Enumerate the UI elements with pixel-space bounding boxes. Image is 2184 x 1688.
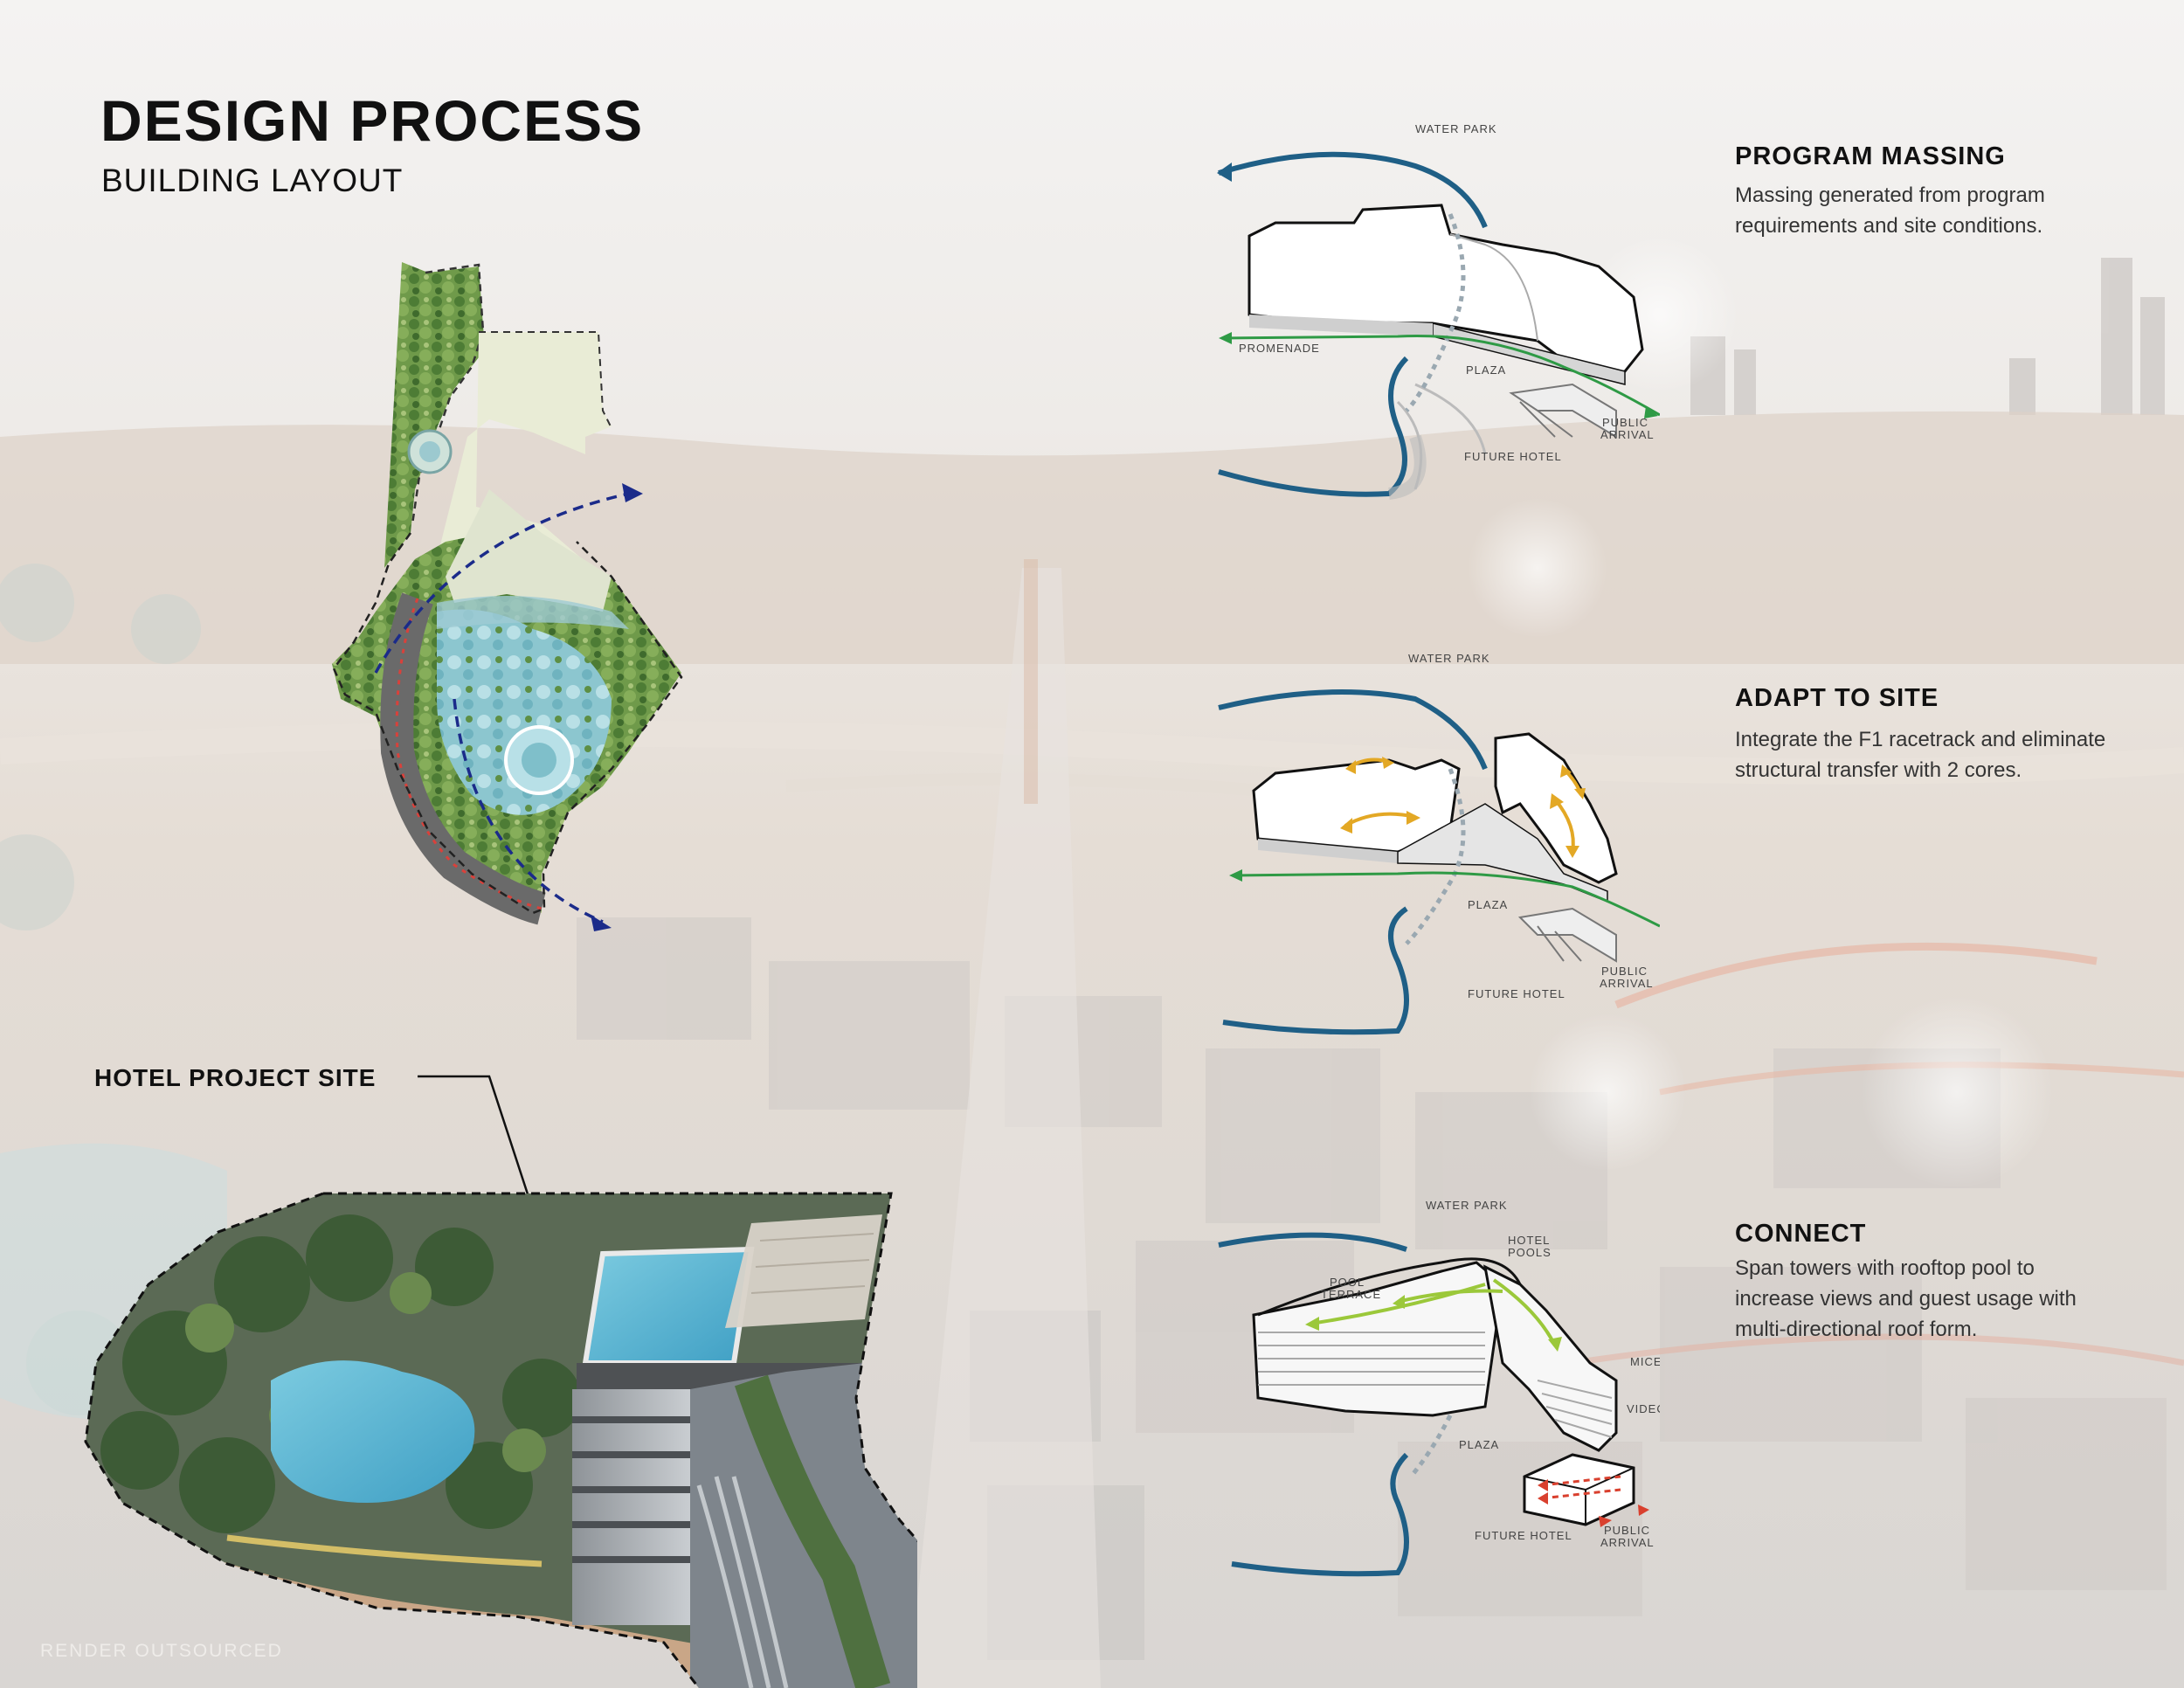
step-2-title: ADAPT TO SITE xyxy=(1735,684,1939,713)
step-3-label-pool-terrace-2: TERRACE xyxy=(1321,1288,1381,1301)
step-2-label-public-arrival-2: ARRIVAL xyxy=(1600,977,1654,990)
step-1-label-plaza: PLAZA xyxy=(1466,363,1506,377)
step-1-label-water-park: WATER PARK xyxy=(1415,122,1497,135)
step-2-massing-diagram: WATER PARK PLAZA PUBLIC ARRIVAL FUTURE H… xyxy=(1206,647,1660,1048)
step-3-label-mice: MICE xyxy=(1630,1355,1660,1368)
step-3-label-public-arrival-1: PUBLIC xyxy=(1604,1524,1650,1537)
step-3-title: CONNECT xyxy=(1735,1220,1866,1249)
step-1-title: PROGRAM MASSING xyxy=(1735,142,2006,171)
step-1-massing-diagram: WATER PARK PROMENADE PLAZA PUBLIC ARRIVA… xyxy=(1206,114,1660,515)
step-1-label-promenade: PROMENADE xyxy=(1239,342,1320,355)
step-2-label-future-hotel: FUTURE HOTEL xyxy=(1468,987,1565,1000)
step-2-label-public-arrival-1: PUBLIC xyxy=(1601,965,1648,978)
step-1-description: Massing generated from program requireme… xyxy=(1735,180,2111,241)
step-3-label-plaza: PLAZA xyxy=(1459,1438,1499,1451)
step-3-massing-diagram: WATER PARK HOTEL POOLS POOL TERRACE MICE… xyxy=(1206,1188,1660,1590)
site-plan-drawing xyxy=(323,258,690,939)
step-3-label-hotel-pools-1: HOTEL xyxy=(1508,1234,1550,1247)
step-3-label-pool-terrace-1: POOL xyxy=(1330,1276,1365,1289)
hotel-site-render xyxy=(79,1188,917,1688)
page-subtitle: BUILDING LAYOUT xyxy=(101,163,403,199)
step-1-label-future-hotel: FUTURE HOTEL xyxy=(1464,450,1562,463)
step-3-label-video: VIDEC xyxy=(1627,1402,1660,1415)
step-1-label-public-arrival-1: PUBLIC xyxy=(1602,416,1648,429)
page-title: DESIGN PROCESS xyxy=(100,87,644,154)
hotel-project-site-label: HOTEL PROJECT SITE xyxy=(94,1064,376,1092)
step-2-label-water-park: WATER PARK xyxy=(1408,652,1490,665)
step-3-label-future-hotel: FUTURE HOTEL xyxy=(1475,1529,1572,1542)
step-2-description: Integrate the F1 racetrack and eliminate… xyxy=(1735,724,2111,785)
step-3-label-water-park: WATER PARK xyxy=(1426,1199,1508,1212)
step-3-label-public-arrival-2: ARRIVAL xyxy=(1600,1536,1655,1549)
step-2-label-plaza: PLAZA xyxy=(1468,898,1508,911)
step-3-label-hotel-pools-2: POOLS xyxy=(1508,1246,1552,1259)
step-3-description: Span towers with rooftop pool to increas… xyxy=(1735,1253,2111,1345)
step-1-label-public-arrival-2: ARRIVAL xyxy=(1600,428,1655,441)
render-credit-text: RENDER OUTSOURCED xyxy=(40,1641,283,1662)
